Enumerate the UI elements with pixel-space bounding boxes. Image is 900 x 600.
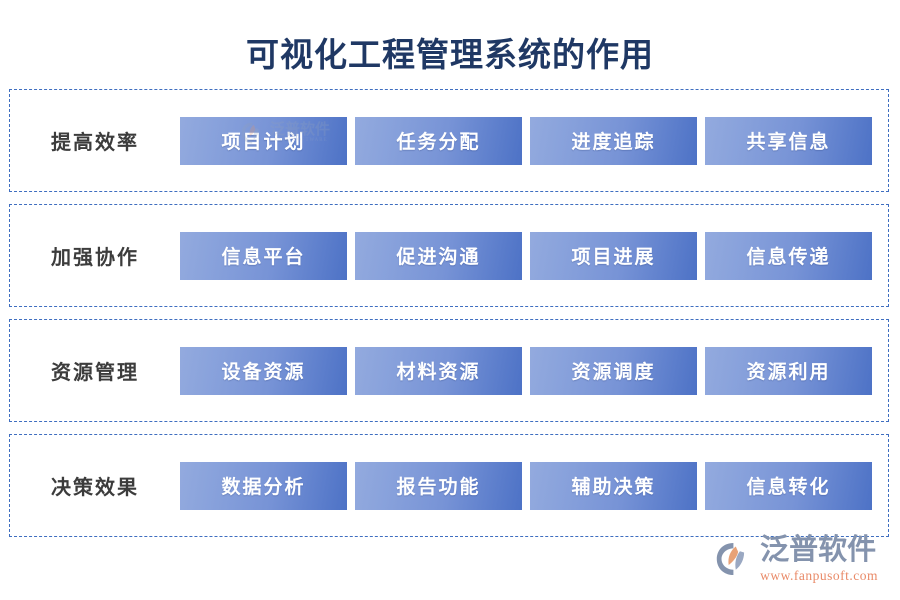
category-item[interactable]: 项目计划 [180, 116, 347, 165]
category-items: 信息平台 促进沟通 项目进展 信息传递 [180, 231, 888, 280]
category-item[interactable]: 辅助决策 [530, 461, 697, 510]
category-items: 数据分析 报告功能 辅助决策 信息转化 [180, 461, 888, 510]
category-row: 资源管理 设备资源 材料资源 资源调度 资源利用 [9, 319, 889, 422]
category-item[interactable]: 促进沟通 [355, 231, 522, 280]
category-label: 提高效率 [51, 132, 139, 154]
category-label: 加强协作 [51, 247, 139, 269]
category-item[interactable]: 设备资源 [180, 346, 347, 395]
category-item[interactable]: 材料资源 [355, 346, 522, 395]
category-label: 资源管理 [51, 362, 139, 384]
category-item[interactable]: 数据分析 [180, 461, 347, 510]
category-item[interactable]: 资源利用 [705, 346, 872, 395]
category-items: 项目计划 任务分配 进度追踪 共享信息 [180, 116, 888, 165]
category-row: 加强协作 信息平台 促进沟通 项目进展 信息传递 [9, 204, 889, 307]
category-item[interactable]: 报告功能 [355, 461, 522, 510]
footer-brand-logo: 泛普软件 www.fanpusoft.com [715, 533, 878, 583]
category-item[interactable]: 信息转化 [705, 461, 872, 510]
category-item[interactable]: 项目进展 [530, 231, 697, 280]
category-items: 设备资源 材料资源 资源调度 资源利用 [180, 346, 888, 395]
category-item[interactable]: 信息传递 [705, 231, 872, 280]
category-row: 决策效果 数据分析 报告功能 辅助决策 信息转化 [9, 434, 889, 537]
category-label: 决策效果 [51, 477, 139, 499]
footer-brand-name: 泛普软件 [760, 533, 877, 566]
footer-brand-texts: 泛普软件 www.fanpusoft.com [760, 533, 878, 583]
category-row: 提高效率 项目计划 任务分配 进度追踪 共享信息 泛普软件 FANPU SOFT… [9, 89, 889, 192]
rows-container: 提高效率 项目计划 任务分配 进度追踪 共享信息 泛普软件 FANPU SOFT… [9, 89, 889, 549]
fanpu-logo-icon [716, 542, 745, 575]
category-item[interactable]: 资源调度 [530, 346, 697, 395]
category-item[interactable]: 共享信息 [705, 116, 872, 165]
category-item[interactable]: 进度追踪 [530, 116, 697, 165]
page-title: 可视化工程管理系统的作用 [246, 38, 654, 74]
footer-brand-url: www.fanpusoft.com [760, 567, 878, 583]
category-item[interactable]: 信息平台 [180, 231, 347, 280]
category-item[interactable]: 任务分配 [355, 116, 522, 165]
